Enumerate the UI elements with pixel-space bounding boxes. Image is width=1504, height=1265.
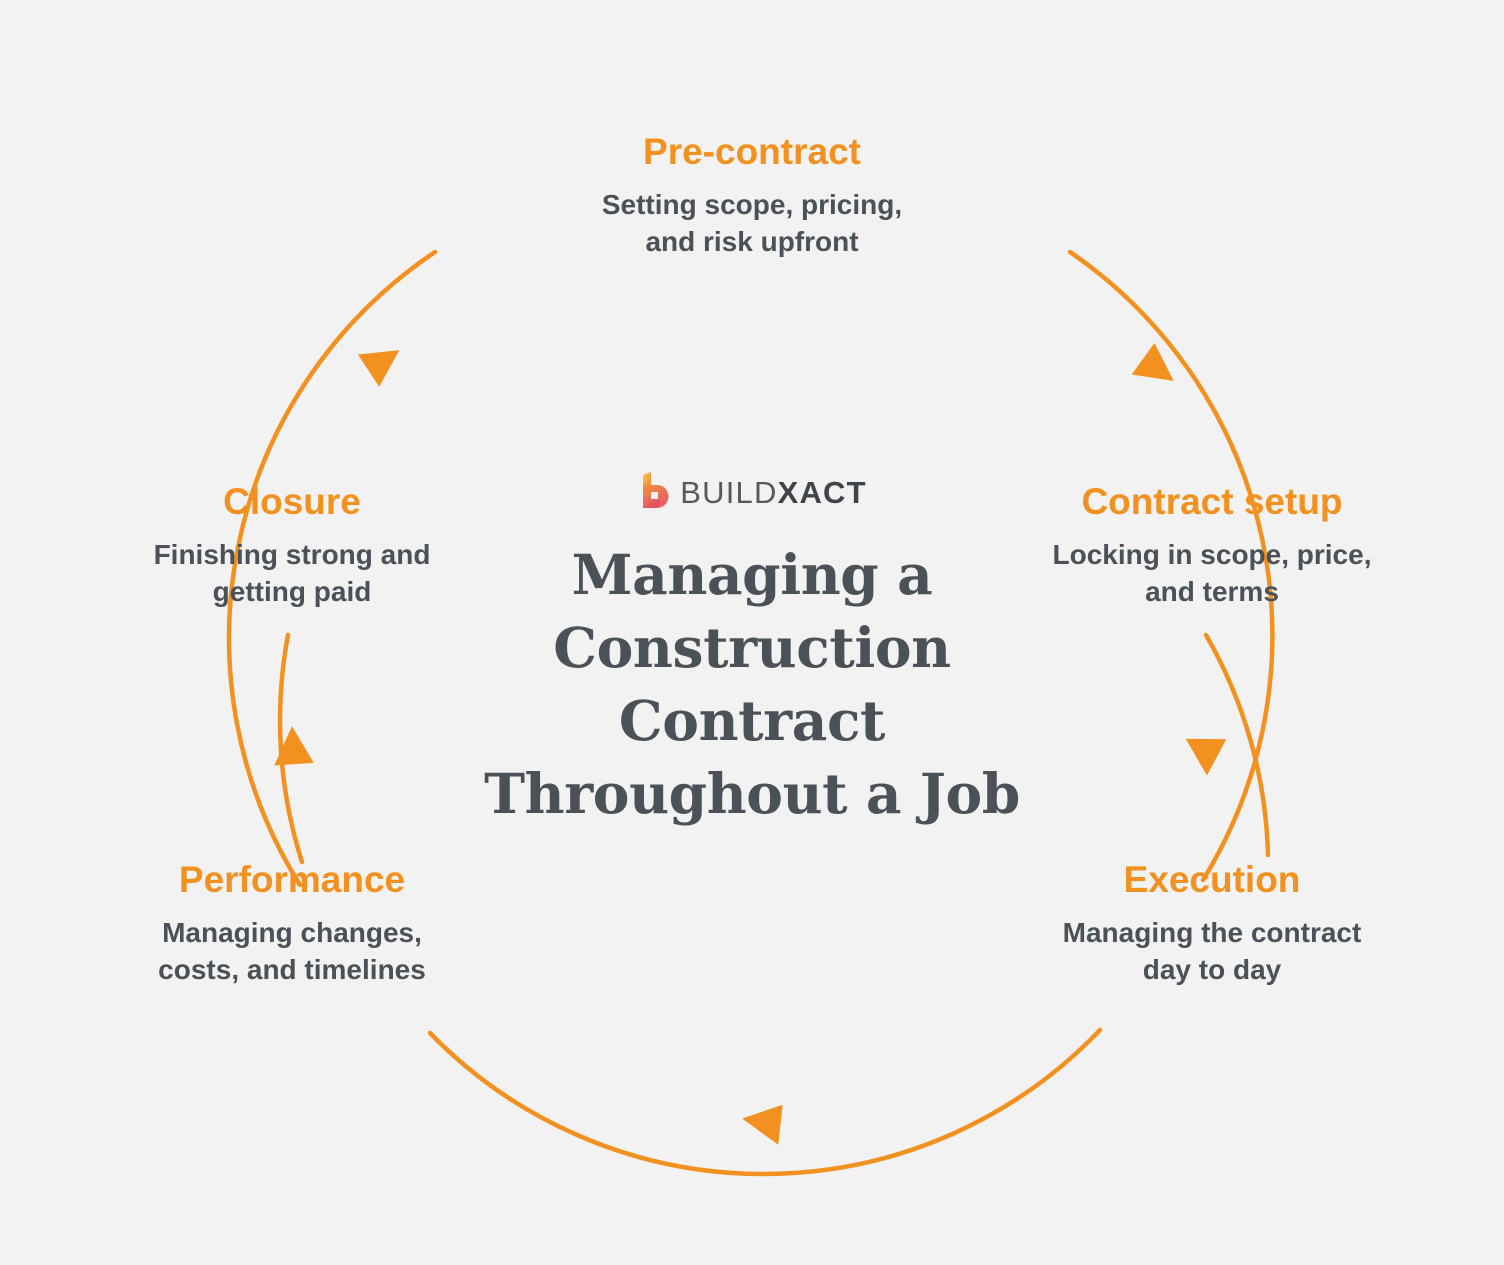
arc-pre-contract-to-setup xyxy=(1067,249,1275,883)
buildxact-wordmark: BUILDXACT xyxy=(680,477,867,508)
stage-performance-desc: Managing changes, costs, and timelines xyxy=(92,914,492,990)
stage-execution: Execution Managing the contract day to d… xyxy=(1012,859,1412,990)
stage-pre-contract: Pre-contract Setting scope, pricing, and… xyxy=(452,131,1052,262)
stage-performance-desc-line-2: costs, and timelines xyxy=(158,954,426,986)
buildxact-logo: BUILDXACT xyxy=(452,470,1052,514)
stage-contract-setup: Contract setup Locking in scope, price, … xyxy=(1012,481,1412,612)
title-line-1: Managing a xyxy=(571,542,933,607)
arc-closure-to-pre-contract xyxy=(226,249,438,888)
stage-closure-desc-line-1: Finishing strong and xyxy=(153,538,431,570)
center-content: BUILDXACT Managing a Construction Contra… xyxy=(452,470,1052,831)
arrow-setup-to-execution-icon xyxy=(1185,738,1227,776)
stage-execution-desc-line-2: day to day xyxy=(1142,954,1282,986)
stage-pre-contract-desc: Setting scope, pricing, and risk upfront xyxy=(452,186,1052,262)
stage-closure-desc-line-2: getting paid xyxy=(212,576,372,608)
buildxact-b-mark-icon xyxy=(643,472,669,508)
stage-pre-contract-title: Pre-contract xyxy=(643,131,861,172)
page-title: Managing a Construction Contract Through… xyxy=(452,538,1052,831)
stage-contract-setup-desc: Locking in scope, price, and terms xyxy=(1012,536,1412,612)
logo-text-xact: XACT xyxy=(777,474,867,510)
stage-performance-desc-line-1: Managing changes, xyxy=(162,916,422,948)
stage-execution-desc: Managing the contract day to day xyxy=(1012,914,1412,990)
stage-closure: Closure Finishing strong and getting pai… xyxy=(92,481,492,612)
stage-performance: Performance Managing changes, costs, and… xyxy=(92,859,492,990)
stage-performance-title: Performance xyxy=(178,859,406,900)
logo-text-build: BUILD xyxy=(680,474,778,510)
arrow-closure-to-pre-icon xyxy=(357,350,400,387)
stage-pre-contract-desc-line-1: Setting scope, pricing, xyxy=(601,188,903,220)
title-line-2: Construction Contract xyxy=(553,615,951,754)
stage-execution-desc-line-1: Managing the contract xyxy=(1062,916,1362,948)
arrow-pre-to-setup-icon xyxy=(1131,343,1174,381)
arrow-performance-to-closure-icon xyxy=(274,726,314,766)
stage-execution-title: Execution xyxy=(1123,859,1301,900)
title-line-3: Throughout a Job xyxy=(484,761,1020,827)
arc-performance-to-closure xyxy=(277,632,305,865)
stage-closure-desc: Finishing strong and getting paid xyxy=(92,536,492,612)
arc-setup-to-execution xyxy=(1203,632,1271,858)
stage-closure-title: Closure xyxy=(223,481,361,522)
stage-contract-setup-desc-line-1: Locking in scope, price, xyxy=(1052,538,1372,570)
stage-contract-setup-desc-line-2: and terms xyxy=(1145,576,1279,608)
arc-execution-to-performance xyxy=(427,1027,1103,1177)
stage-pre-contract-desc-line-2: and risk upfront xyxy=(645,226,859,258)
arrow-execution-to-performance-icon xyxy=(742,1104,783,1145)
stage-contract-setup-title: Contract setup xyxy=(1081,481,1343,522)
